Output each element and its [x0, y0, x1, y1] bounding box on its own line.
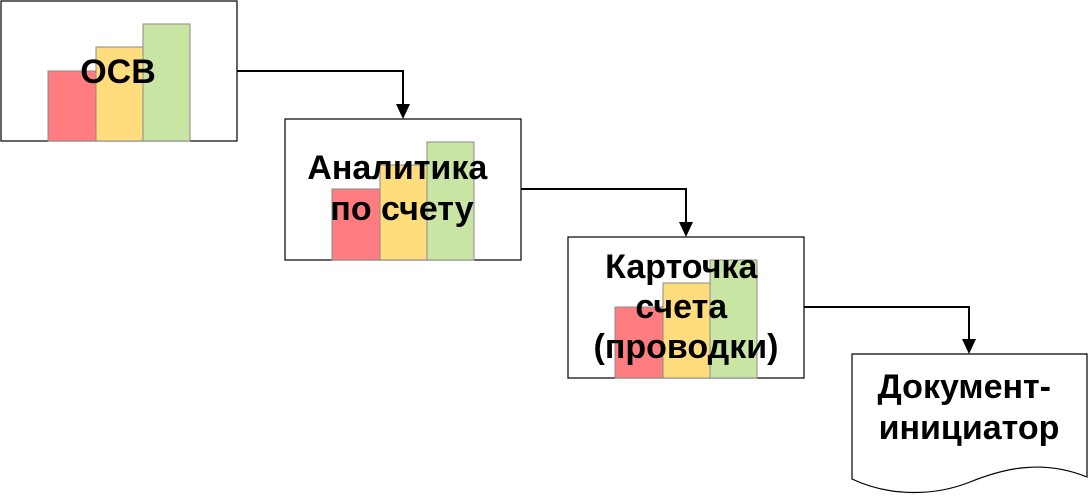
- connector-line-1: [237, 70, 404, 105]
- osv-label-line-1: ОСВ: [80, 53, 156, 91]
- account-card-bar-red: [614, 306, 664, 379]
- arrowhead-icon: [396, 104, 410, 119]
- account-card-bar-yellow: [662, 282, 711, 379]
- source-document-shape: [851, 353, 1088, 494]
- node-osv: ОСВ: [0, 0, 238, 142]
- node-account-analytics: Аналитика по счету: [284, 118, 522, 261]
- account-analytics-bar-green: [426, 141, 475, 261]
- account-card-label-line-2: счета: [635, 288, 728, 326]
- connector-osv-to-analytics: [237, 70, 410, 119]
- node-source-document: Документ- инициатор: [851, 353, 1088, 494]
- account-card-label: Карточка счета (проводки): [594, 248, 779, 366]
- osv-bar-red: [47, 70, 97, 142]
- osv-label: ОСВ: [80, 53, 156, 91]
- account-card-label-line-1: Карточка: [605, 248, 758, 286]
- connector-analytics-to-card: [521, 188, 693, 237]
- account-analytics-label-line-2: по счету: [330, 190, 473, 228]
- node-account-card: Карточка счета (проводки): [567, 236, 805, 379]
- source-document-label-line-1: Документ-: [878, 368, 1051, 406]
- source-document-label: Документ- инициатор: [878, 368, 1061, 447]
- arrowhead-icon: [679, 222, 693, 237]
- connector-line-2: [521, 188, 687, 223]
- osv-bar-green: [142, 23, 191, 142]
- account-analytics-bar-yellow: [379, 164, 428, 261]
- account-card-bar-green: [709, 259, 758, 379]
- arrowhead-icon: [962, 339, 976, 354]
- account-analytics-bar-red: [331, 188, 381, 261]
- connector-card-to-document: [804, 306, 976, 354]
- account-analytics-label: Аналитика по счету: [307, 149, 496, 228]
- account-card-label-line-3: (проводки): [594, 328, 779, 366]
- osv-bar-yellow: [95, 46, 144, 142]
- source-document-label-line-2: инициатор: [879, 409, 1060, 447]
- account-analytics-label-line-1: Аналитика: [307, 149, 488, 187]
- connector-line-3: [804, 306, 970, 340]
